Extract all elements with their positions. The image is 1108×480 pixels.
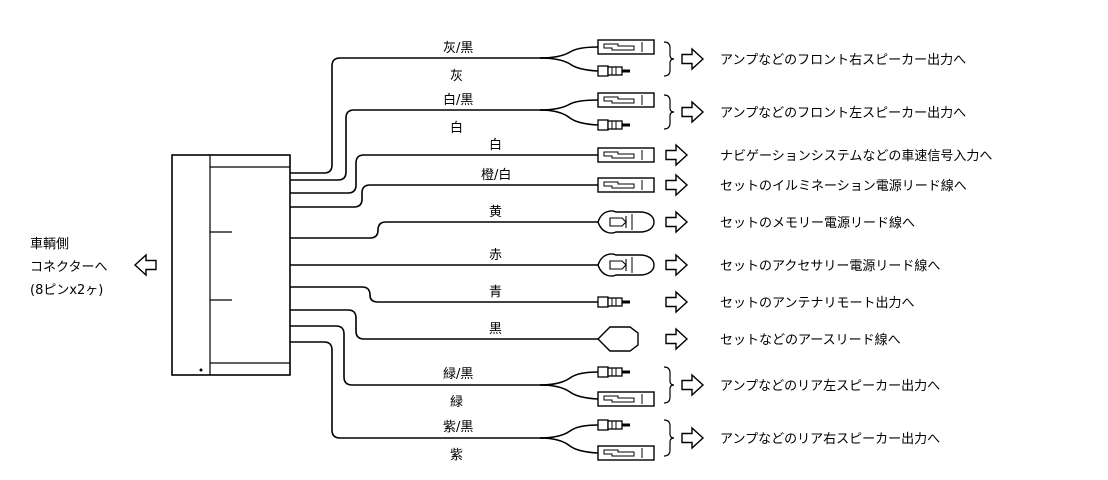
destination-label: ナビゲーションシステムなどの車速信号入力へ [720, 149, 992, 164]
destination-label: セットのイルミネーション電源リード線へ [720, 178, 967, 194]
connector-label-line-3: (8ピンx2ヶ) [30, 283, 103, 298]
connector-rear-left-male [596, 365, 632, 379]
wire-label: 灰/黒 [443, 41, 473, 56]
destination-label: アンプなどのフロント右スピーカー出力へ [720, 53, 966, 68]
pair-brackets [663, 41, 675, 457]
arrow-rear-right-icon [681, 427, 704, 449]
arrow-ground-icon [665, 328, 688, 350]
destination-arrows [665, 48, 704, 449]
connector-accessory-fuse [597, 253, 655, 277]
destination-label: アンプなどのフロント左スピーカー出力へ [720, 106, 966, 121]
connector-rear-right-male [596, 418, 632, 432]
wire-label: 黄 [489, 205, 502, 220]
connector-memory-fuse [597, 210, 655, 234]
arrow-antenna-icon [665, 291, 688, 313]
arrow-illumination-icon [665, 174, 688, 196]
wire-label: 灰 [450, 69, 463, 84]
wire-label: 黒 [489, 322, 502, 337]
wire-label: 白/黒 [443, 92, 473, 108]
connector-front-right-male [596, 64, 632, 78]
arrow-front-left-icon [681, 101, 704, 123]
wire-label: 紫/黒 [443, 420, 473, 435]
destination-label: セットなどのアースリード線へ [720, 332, 901, 348]
connector-ground-ring [597, 326, 639, 352]
connector-label-line-2: コネクターへ [30, 260, 107, 275]
connector-antenna-male [596, 295, 632, 309]
destination-label: セットのアクセサリー電源リード線へ [720, 258, 940, 274]
connector-label-line-1: 車輌側 [30, 237, 69, 252]
arrow-front-right-icon [681, 48, 704, 70]
connector-front-left-male [596, 118, 632, 132]
connector-arrow-icon [133, 253, 157, 277]
connector-front-left-female [597, 92, 655, 108]
destination-label: アンプなどのリア左スピーカー出力へ [720, 379, 940, 394]
connector-speed-signal-female [597, 147, 655, 163]
connector-rear-left-female [597, 391, 655, 407]
harness-connector [171, 154, 291, 376]
connector-front-right-female [597, 39, 655, 55]
connector-illumination-female [597, 177, 655, 193]
wire-label: 緑 [450, 395, 463, 410]
wire-label: 赤 [489, 248, 502, 263]
arrow-speed-signal-icon [665, 144, 688, 166]
arrow-accessory-icon [665, 254, 688, 276]
arrow-rear-left-icon [681, 374, 704, 396]
arrow-memory-icon [665, 211, 688, 233]
wire-label: 白 [489, 137, 502, 153]
wire-label: 緑/黒 [443, 367, 473, 382]
wires [290, 46, 599, 454]
connector-rear-right-female [597, 445, 655, 461]
destination-label: アンプなどのリア右スピーカー出力へ [720, 432, 940, 447]
wire-label: 白 [450, 120, 463, 136]
destination-label: セットのアンテナリモート出力へ [720, 296, 914, 311]
wire-label: 青 [489, 285, 502, 300]
wire-label: 橙/白 [481, 167, 511, 183]
destination-label: セットのメモリー電源リード線へ [720, 215, 915, 231]
wire-label: 紫 [450, 448, 463, 463]
